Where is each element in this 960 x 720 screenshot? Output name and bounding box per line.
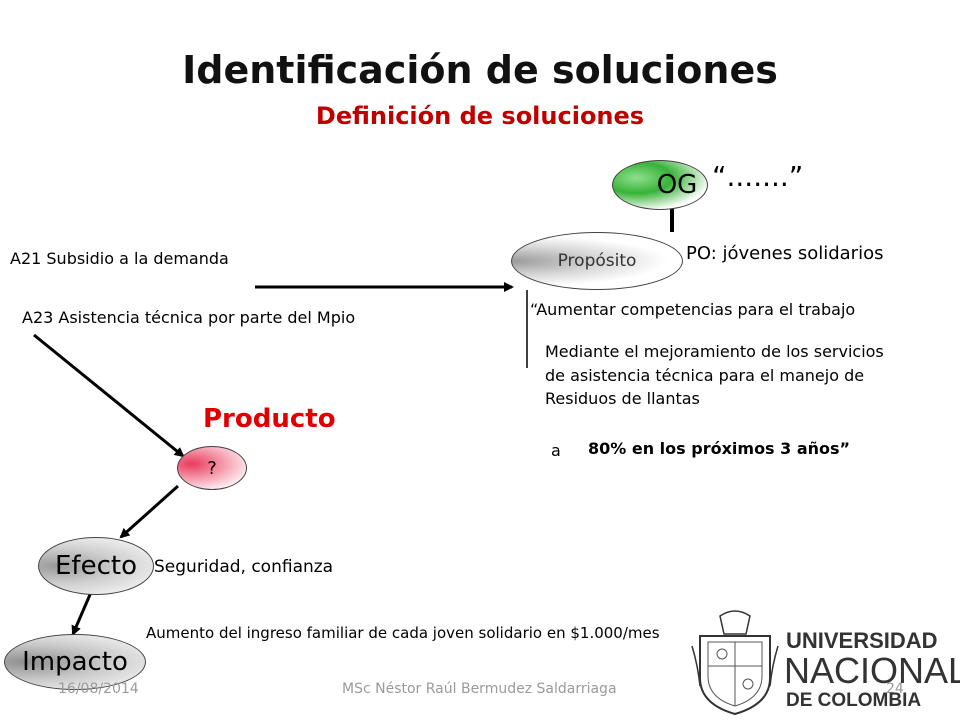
footer-author: MSc Néstor Raúl Bermudez Saldarriaga bbox=[342, 681, 617, 697]
og-node: OG bbox=[612, 160, 708, 210]
og-quote: “.......” bbox=[712, 160, 804, 193]
footer-page-number: 24 bbox=[886, 681, 904, 697]
logo-line-1: UNIVERSIDAD bbox=[786, 628, 938, 653]
po-text: PO: jóvenes solidarios bbox=[686, 243, 884, 264]
efecto-node: Efecto bbox=[38, 537, 154, 595]
a21-text: A21 Subsidio a la demanda bbox=[10, 249, 229, 268]
arrow-to-efecto bbox=[119, 484, 180, 539]
logo-line-3: DE COLOMBIA bbox=[786, 690, 922, 711]
impacto-node: Impacto bbox=[4, 634, 146, 690]
producto-node: ? bbox=[177, 446, 247, 490]
producto-label: Producto bbox=[203, 404, 336, 434]
mediante-line-3: Residuos de llantas bbox=[545, 389, 700, 408]
university-logo: UNIVERSIDAD NACIONAL DE COLOMBIA bbox=[690, 606, 960, 716]
logo-line-2: NACIONAL bbox=[784, 650, 960, 691]
seguridad-text: Seguridad, confianza bbox=[154, 557, 334, 577]
page-subtitle: Definición de soluciones bbox=[315, 102, 645, 130]
mediante-line-1: Mediante el mejoramiento de los servicio… bbox=[545, 342, 884, 361]
page-title: Identificación de soluciones bbox=[182, 48, 778, 92]
producto-node-label: ? bbox=[207, 457, 217, 479]
a23-text: A23 Asistencia técnica por parte del Mpi… bbox=[22, 308, 356, 327]
meta-text: 80% en los próximos 3 años” bbox=[588, 439, 851, 458]
aumento-ingreso-text: Aumento del ingreso familiar de cada jov… bbox=[146, 624, 660, 642]
proposito-label: Propósito bbox=[557, 251, 637, 271]
arrow-to-producto bbox=[33, 333, 185, 458]
mediante-line-2: de asistencia técnica para el manejo de bbox=[545, 366, 865, 385]
coat-of-arms-icon bbox=[691, 610, 779, 716]
proposito-node: Propósito bbox=[511, 232, 683, 290]
aumentar-text: “Aumentar competencias para el trabajo bbox=[530, 300, 856, 319]
impacto-label: Impacto bbox=[22, 647, 128, 677]
og-label: OG bbox=[656, 170, 698, 200]
efecto-label: Efecto bbox=[55, 551, 137, 581]
a-text: a bbox=[551, 441, 561, 460]
footer-date: 16/08/2014 bbox=[58, 681, 139, 697]
